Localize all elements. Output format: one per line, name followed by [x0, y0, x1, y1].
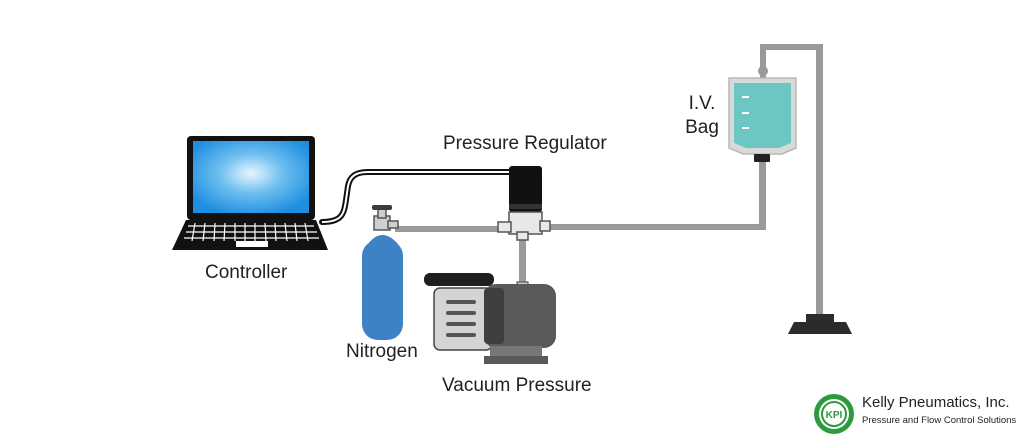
iv-pole	[760, 44, 852, 334]
iv-bag-label-line1: I.V.	[688, 93, 716, 114]
nitrogen-cylinder-icon	[362, 205, 403, 340]
logo-tagline: Pressure and Flow Control Solutions	[862, 415, 1017, 426]
iv-bag-label-line2: Bag	[685, 117, 719, 138]
laptop-icon	[172, 136, 328, 250]
iv-bag-label: I.V. Bag	[677, 92, 727, 140]
vacuum-pump-icon	[424, 273, 556, 364]
logo-emblem-icon: KPI	[814, 394, 854, 434]
company-logo: KPI Kelly Pneumatics, Inc. Pressure and …	[812, 392, 1017, 436]
vacuum-pressure-label: Vacuum Pressure	[442, 375, 592, 396]
iv-bag-icon	[728, 66, 797, 162]
pressure-regulator-icon	[497, 166, 551, 241]
controller-label: Controller	[205, 262, 288, 283]
nitrogen-label: Nitrogen	[346, 341, 418, 362]
logo-company-name: Kelly Pneumatics, Inc.	[862, 394, 1010, 411]
tubing	[395, 160, 766, 285]
pressure-regulator-label: Pressure Regulator	[443, 133, 607, 154]
logo-emblem-text: KPI	[826, 410, 843, 421]
